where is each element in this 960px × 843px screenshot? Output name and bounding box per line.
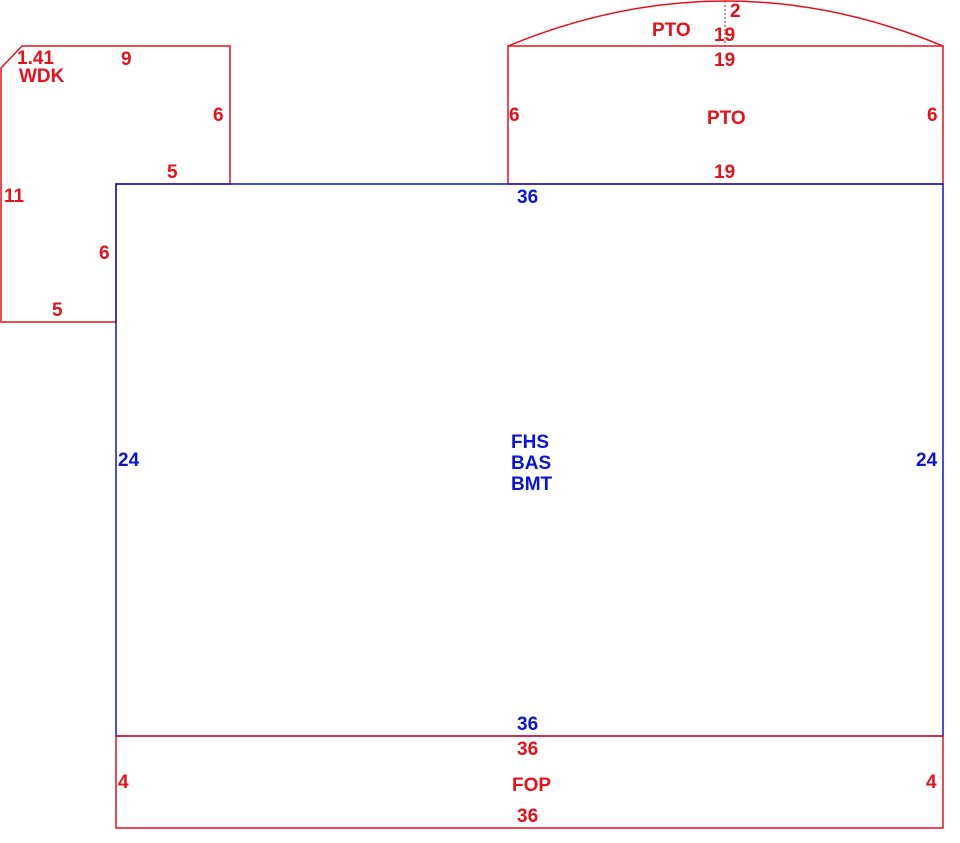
wdk-left-dim: 11 xyxy=(4,186,25,207)
fop-area: 36 FOP 4 4 36 xyxy=(115,735,944,829)
main-area: 36 24 24 FHS BAS BMT 36 xyxy=(115,183,944,737)
fop-bottom-dim: 36 xyxy=(517,806,538,827)
pto-arc-chord-dim: 19 xyxy=(714,25,735,46)
main-left-dim: 24 xyxy=(118,450,140,471)
fop-left-dim: 4 xyxy=(118,772,129,793)
wdk-right-dim: 6 xyxy=(213,105,224,126)
wdk-area: 1.41 WDK 9 6 5 11 6 5 xyxy=(0,45,231,323)
wdk-inner-right-dim: 6 xyxy=(99,243,110,264)
pto-label: PTO xyxy=(707,108,746,129)
wdk-top-dim: 9 xyxy=(121,49,132,70)
fop-right-dim: 4 xyxy=(926,772,937,793)
pto-left-dim: 6 xyxy=(509,105,520,126)
pto-arc-area: 2 PTO 19 xyxy=(507,0,944,47)
wdk-bottom-dim: 5 xyxy=(52,300,63,321)
pto-top-dim: 19 xyxy=(714,50,735,71)
pto-arc-label: PTO xyxy=(652,20,691,41)
pto-bottom-dim: 19 xyxy=(714,162,735,183)
pto-area: 19 PTO 6 6 19 xyxy=(507,45,944,185)
main-label-bas: BAS xyxy=(511,453,551,474)
pto-right-dim: 6 xyxy=(927,105,938,126)
wdk-area-value: 1.41 xyxy=(17,48,54,69)
main-label-fhs: FHS xyxy=(511,432,549,453)
fop-outline xyxy=(115,735,944,829)
main-top-dim: 36 xyxy=(517,187,538,208)
main-bottom-dim: 36 xyxy=(517,714,538,735)
fop-top-dim: 36 xyxy=(517,739,538,760)
fop-label: FOP xyxy=(512,775,551,796)
main-label-bmt: BMT xyxy=(511,474,553,495)
wdk-inner-top-dim: 5 xyxy=(167,162,178,183)
pto-arc-rise-dim: 2 xyxy=(730,1,741,22)
main-right-dim: 24 xyxy=(916,450,938,471)
wdk-label: WDK xyxy=(19,66,65,87)
